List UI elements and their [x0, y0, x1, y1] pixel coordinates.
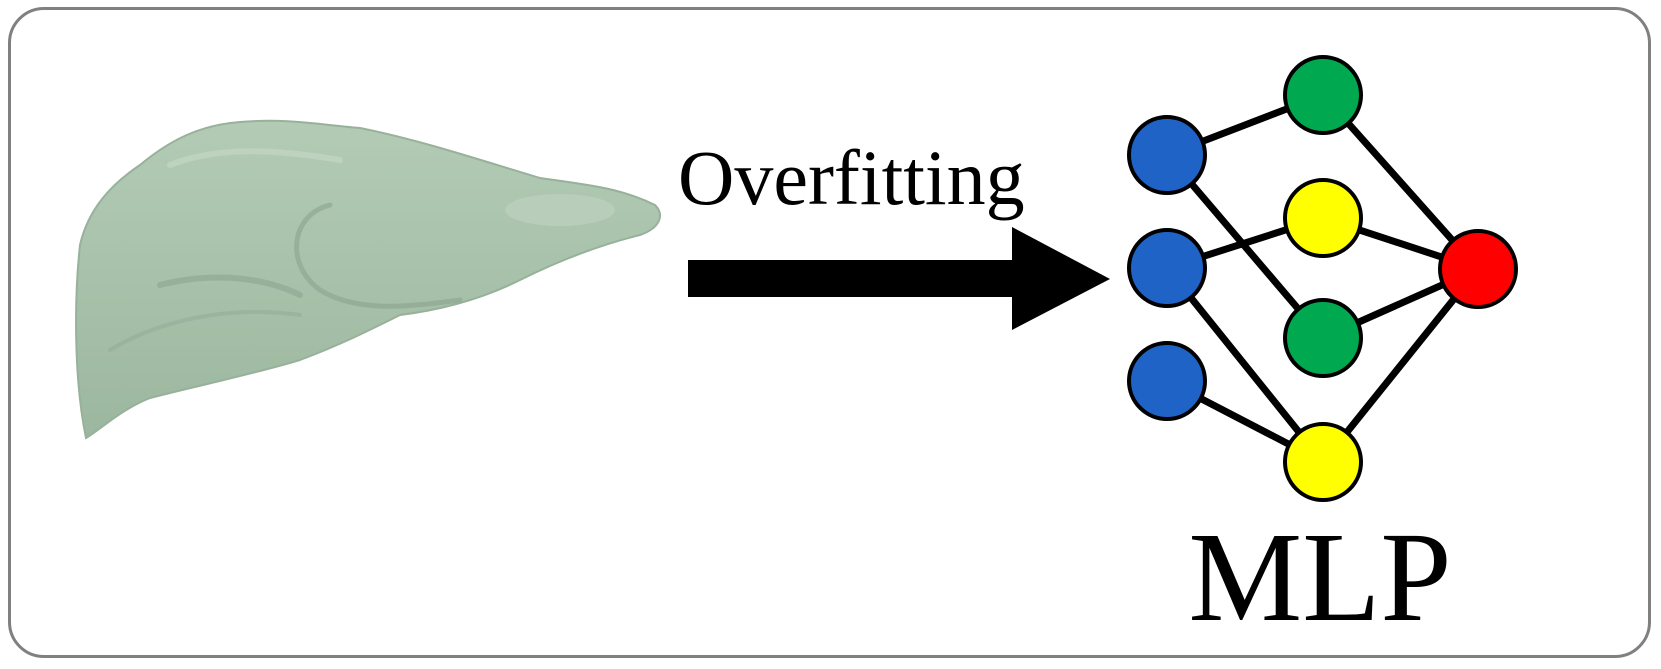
network-nodes [1127, 55, 1518, 502]
liver-highlight [505, 194, 615, 226]
edge-hidden3-output0 [1319, 265, 1482, 466]
hidden-node-2 [1283, 298, 1363, 378]
liver-fold-shadow [157, 274, 303, 298]
edge-input1-hidden3 [1163, 264, 1327, 466]
liver-ridge [167, 148, 343, 168]
liver-lower-fold [108, 309, 302, 352]
hidden-node-1 [1283, 178, 1363, 258]
arrow-icon [688, 227, 1110, 330]
arrow-label: Overfitting [678, 134, 1025, 221]
network-edges [1163, 91, 1482, 466]
hidden-node-3 [1283, 422, 1363, 502]
network-label: MLP [1188, 506, 1451, 648]
liver-lobe-edge [294, 202, 463, 309]
input-node-1 [1127, 228, 1207, 308]
hidden-node-0 [1283, 55, 1363, 135]
input-node-0 [1127, 115, 1207, 195]
arrow-shaft [688, 260, 1013, 297]
output-node-0 [1438, 229, 1518, 309]
liver-body [75, 119, 661, 440]
arrow-head [1012, 227, 1110, 330]
input-node-2 [1127, 341, 1207, 421]
liver-mesh-icon [75, 119, 661, 440]
